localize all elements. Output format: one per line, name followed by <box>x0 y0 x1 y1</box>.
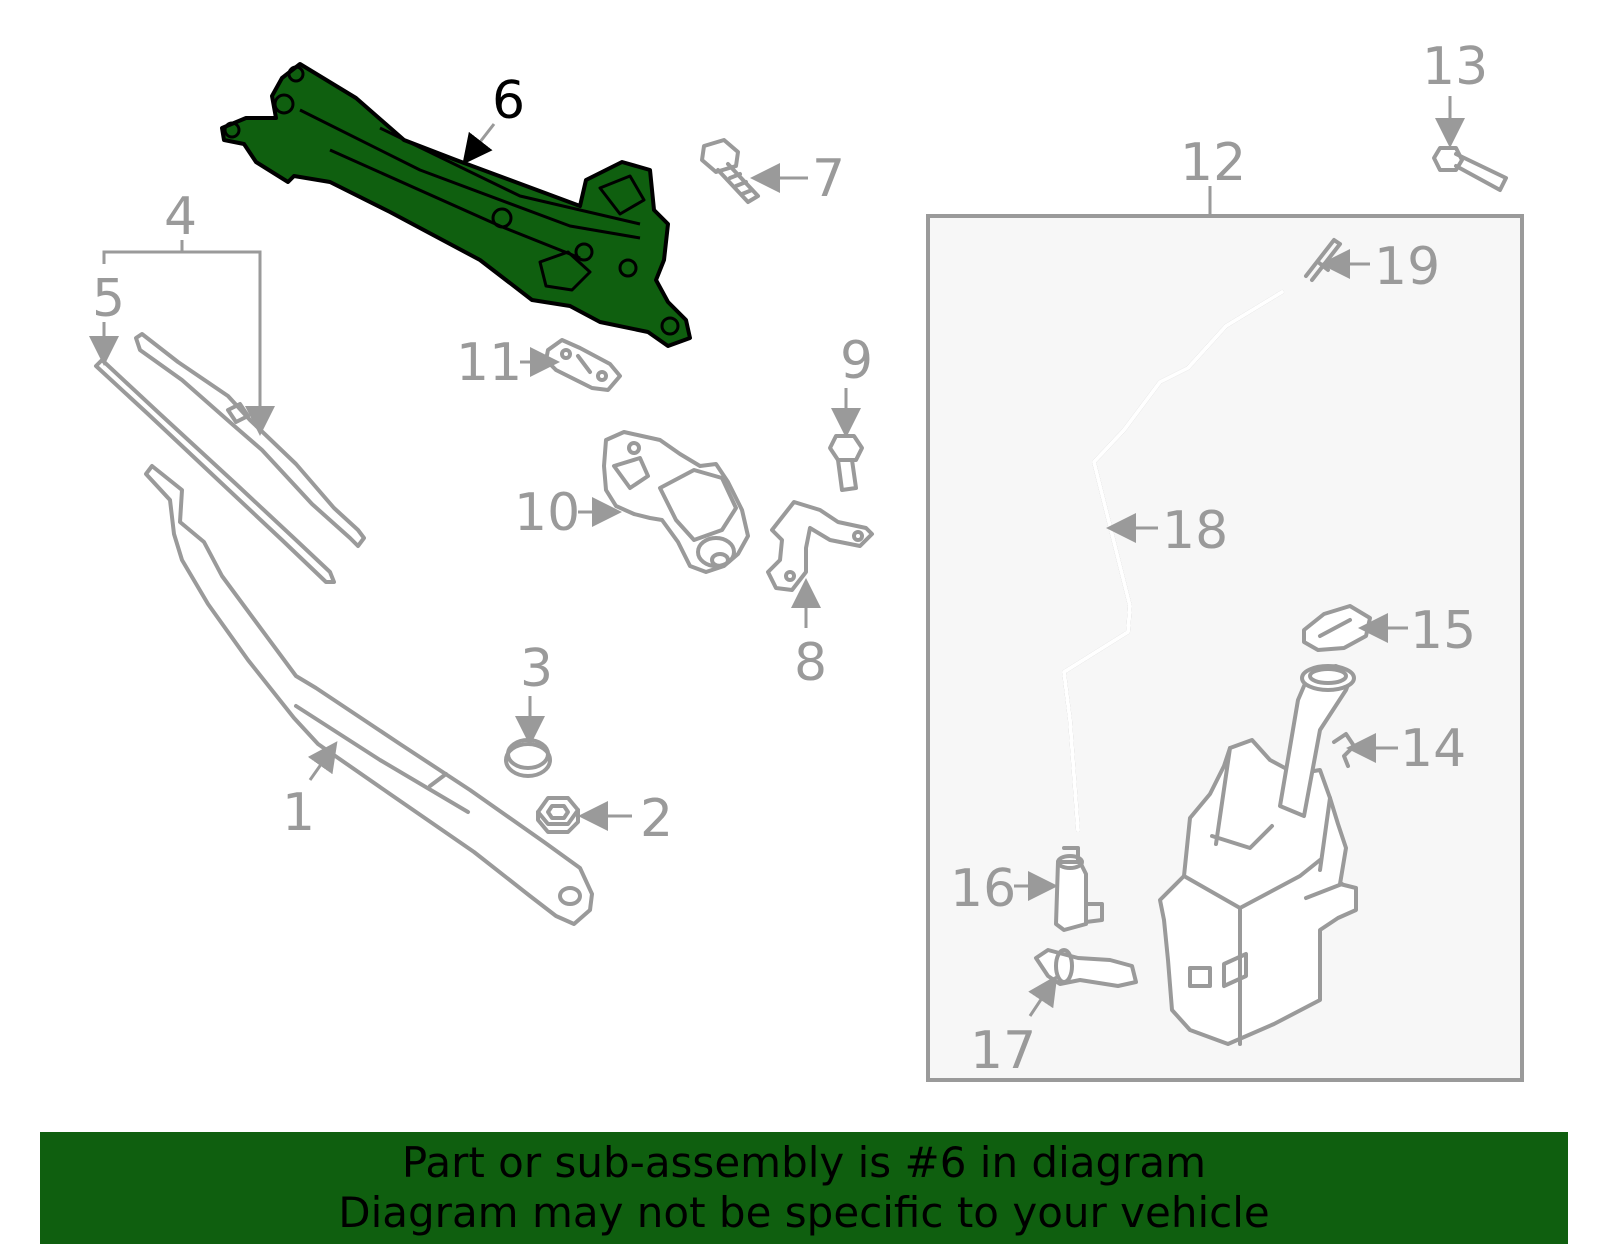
cap-part-3[interactable] <box>504 738 552 778</box>
callout-7[interactable]: 7 <box>812 149 845 209</box>
washer-pump-part-16[interactable] <box>1054 846 1104 932</box>
leader-lines <box>89 96 1465 1017</box>
bolt-part-9[interactable] <box>828 434 864 492</box>
callout-12[interactable]: 12 <box>1180 133 1246 193</box>
callout-4[interactable]: 4 <box>164 187 197 247</box>
bracket-part-8[interactable] <box>766 500 874 592</box>
callout-13[interactable]: 13 <box>1422 37 1488 97</box>
callout-5[interactable]: 5 <box>92 269 125 329</box>
bolt-part-7[interactable] <box>700 138 760 204</box>
callout-3[interactable]: 3 <box>520 639 553 699</box>
callout-8[interactable]: 8 <box>794 633 827 693</box>
washer-reservoir-tank[interactable] <box>1158 664 1358 1046</box>
callout-14[interactable]: 14 <box>1400 719 1466 779</box>
callout-18[interactable]: 18 <box>1162 501 1228 561</box>
wiper-motor-part-10[interactable] <box>602 430 750 574</box>
info-banner: Part or sub-assembly is #6 in diagram Di… <box>40 1132 1568 1244</box>
callout-11[interactable]: 11 <box>456 333 522 393</box>
callout-2[interactable]: 2 <box>640 789 673 849</box>
callout-19[interactable]: 19 <box>1374 237 1440 297</box>
callout-6[interactable]: 6 <box>492 71 525 131</box>
bracket-part-11[interactable] <box>544 338 622 392</box>
wiper-linkage-part-6[interactable] <box>220 62 692 348</box>
callout-16[interactable]: 16 <box>950 859 1016 919</box>
callout-17[interactable]: 17 <box>970 1021 1036 1081</box>
callout-labels: 1 2 3 4 5 6 7 8 9 10 11 12 13 14 15 16 1… <box>92 37 1488 1081</box>
callout-10[interactable]: 10 <box>514 483 580 543</box>
callout-9[interactable]: 9 <box>840 331 873 391</box>
banner-line-1: Part or sub-assembly is #6 in diagram <box>401 1138 1207 1187</box>
banner-line-2: Diagram may not be specific to your vehi… <box>338 1188 1270 1237</box>
bolt-part-13[interactable] <box>1432 146 1508 192</box>
wiper-arm-part-1[interactable] <box>144 464 594 926</box>
callout-1[interactable]: 1 <box>282 783 315 843</box>
callout-15[interactable]: 15 <box>1410 601 1476 661</box>
washer-hose-part-18[interactable] <box>1062 290 1284 832</box>
wiper-refill-part-5[interactable] <box>94 358 336 584</box>
nut-part-2[interactable] <box>536 796 580 834</box>
